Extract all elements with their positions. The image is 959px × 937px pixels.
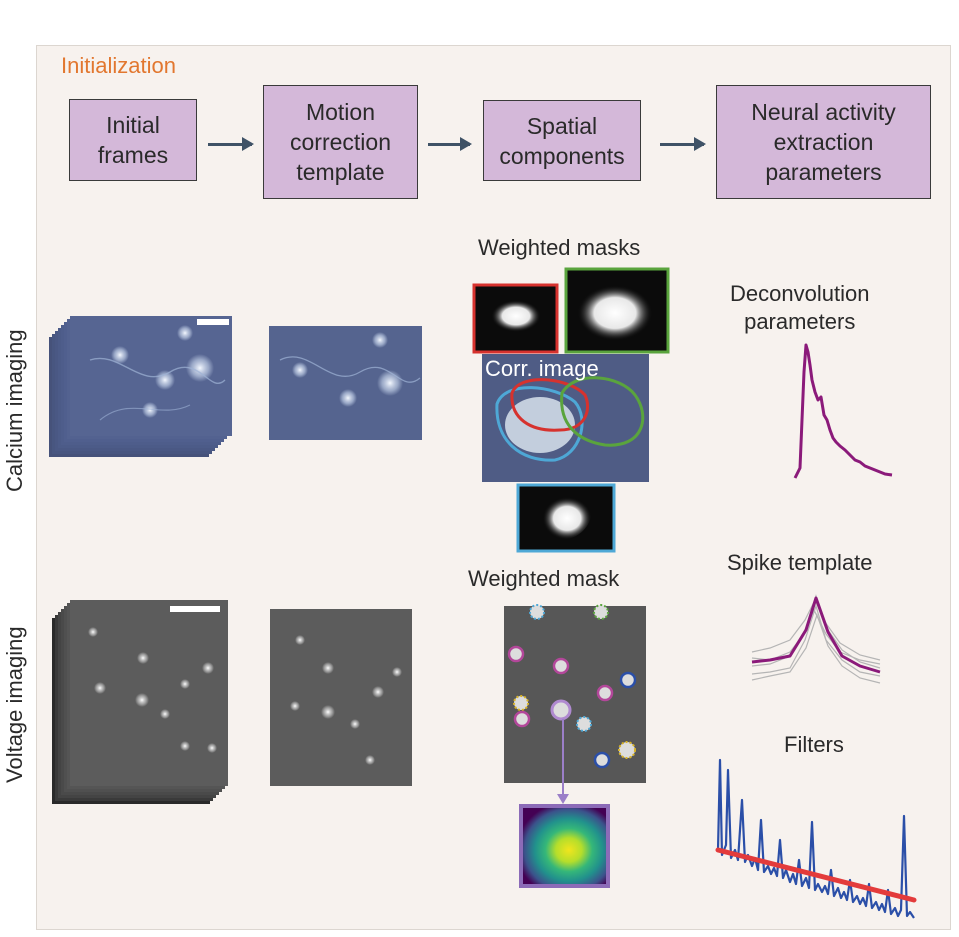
voltage-frame-stack: [52, 600, 228, 804]
weighted-mask-title: Weighted mask: [468, 566, 620, 591]
step-motion-correction: Motion correction template: [263, 85, 418, 199]
filters-plot: [715, 758, 917, 919]
voltage-scale-bar: [170, 606, 220, 612]
spike-template-title: Spike template: [727, 550, 873, 575]
calcium-frame-stack: [49, 316, 232, 457]
spike-template-plot: [751, 594, 881, 684]
arrow-3: [660, 137, 706, 151]
calcium-template-image: [269, 326, 422, 440]
calcium-weighted-masks: [472, 267, 670, 553]
section-title: Initialization: [61, 53, 176, 78]
voltage-template-image: [270, 609, 412, 786]
voltage-weighted-mask-image: [504, 604, 646, 888]
deconvolution-trace: [793, 343, 893, 479]
corr-image-label: Corr. image: [485, 356, 599, 381]
arrow-2: [428, 137, 472, 151]
arrow-1: [208, 137, 254, 151]
filters-title: Filters: [784, 732, 844, 757]
weighted-masks-title: Weighted masks: [478, 235, 641, 260]
deconvolution-title: Deconvolution parameters: [730, 281, 870, 334]
calcium-scale-bar: [197, 319, 229, 325]
step-initial-frames: Initial frames: [69, 99, 197, 181]
step-spatial-components: Spatial components: [483, 100, 641, 181]
step-neural-activity: Neural activity extraction parameters: [716, 85, 931, 199]
